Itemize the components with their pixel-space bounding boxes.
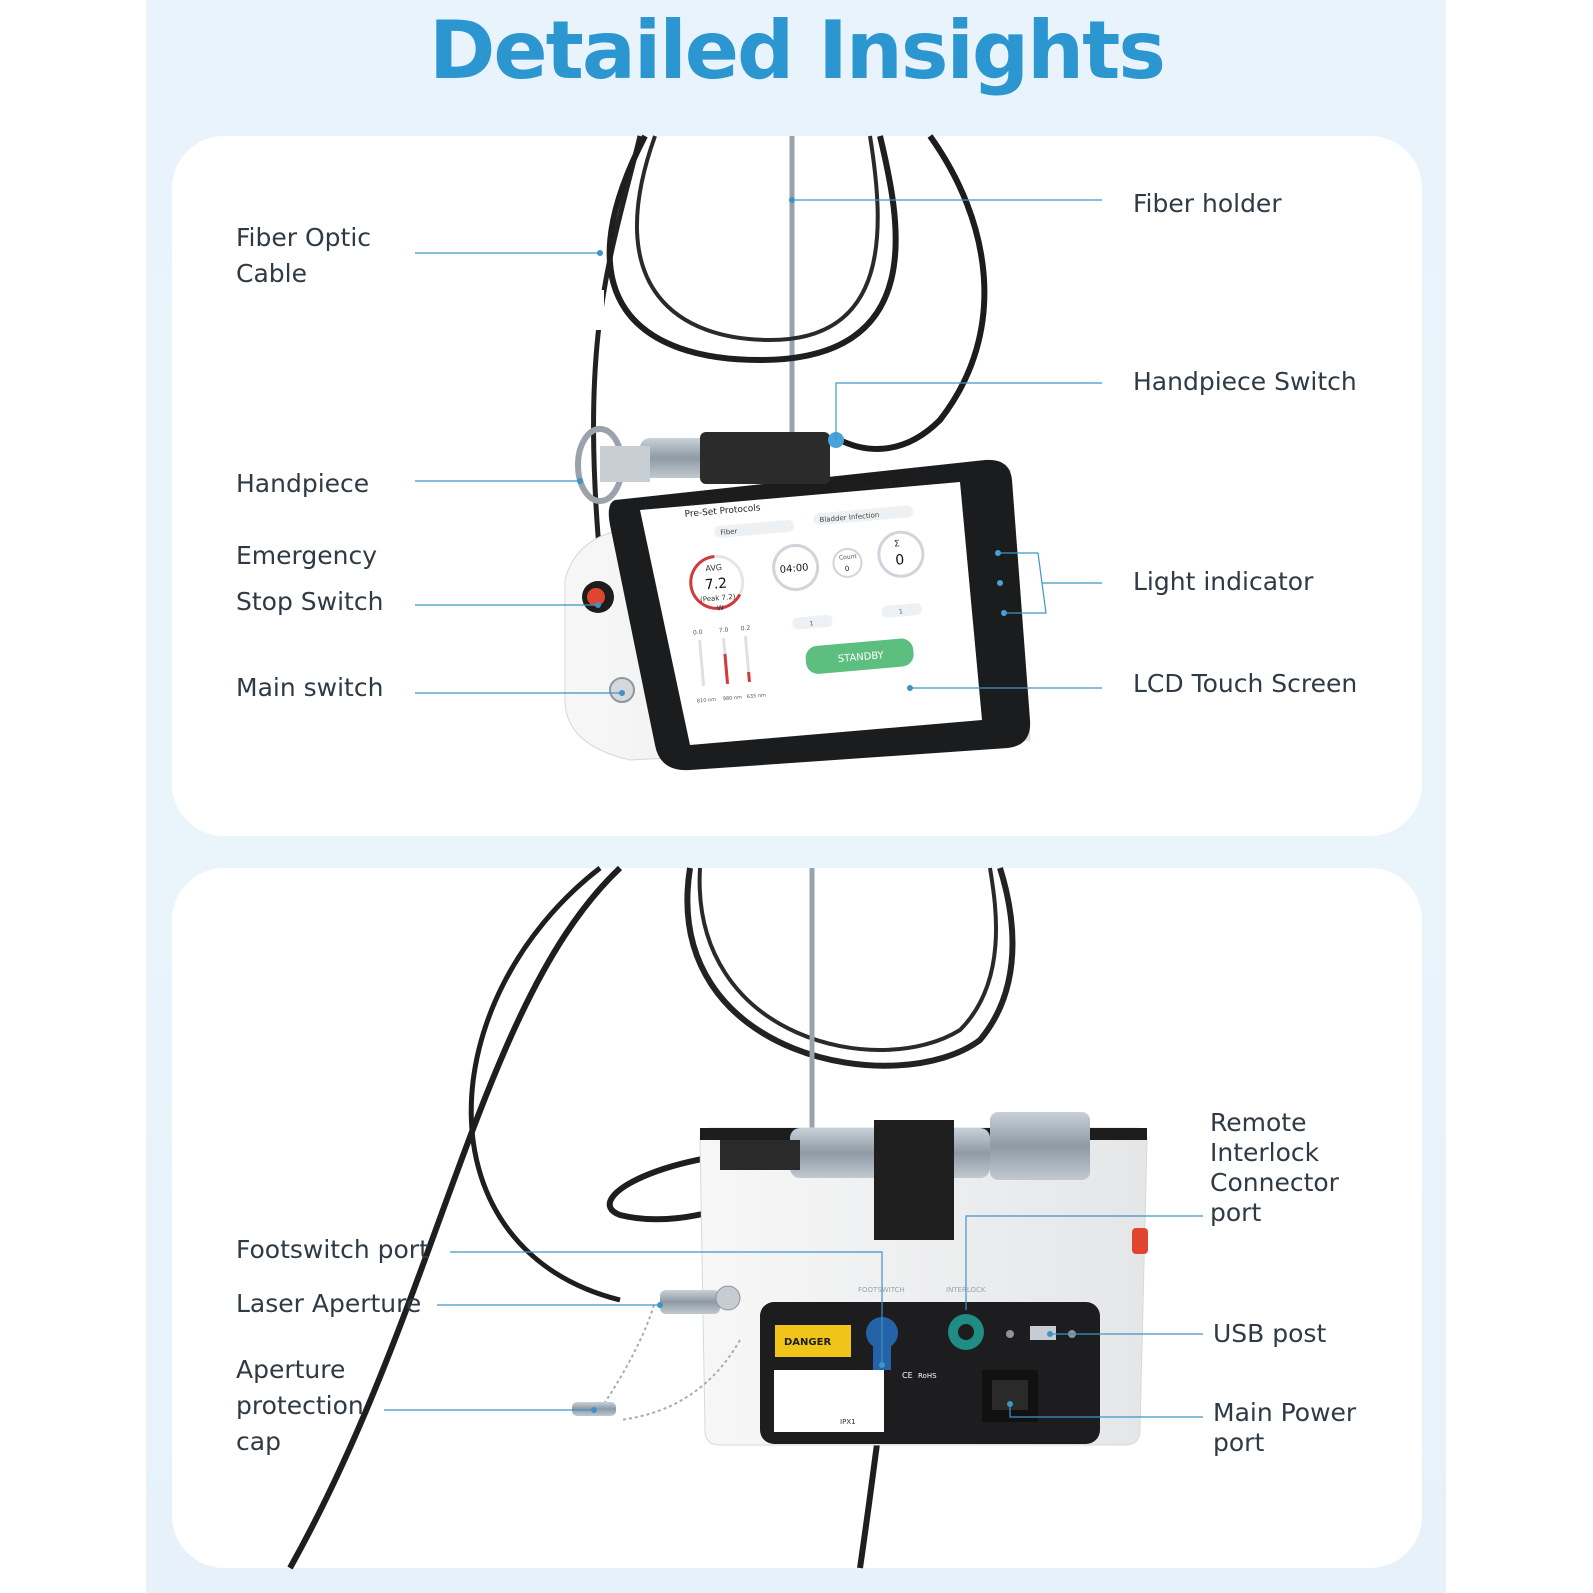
screen-count-label: Count xyxy=(839,553,858,562)
label-lcd-touch-screen: LCD Touch Screen xyxy=(1133,669,1358,698)
label-light-indicator: Light indicator xyxy=(1133,567,1314,596)
label-fiber-holder: Fiber holder xyxy=(1133,189,1282,218)
standby-button[interactable] xyxy=(805,638,915,675)
lcd-touch-screen xyxy=(640,482,982,745)
screen-avg-label: AVG xyxy=(705,563,722,573)
label-aperture-protection-cap: Aperture protection cap xyxy=(236,1355,364,1456)
screen-small-value-1: 1 xyxy=(809,620,814,627)
screen-wl-label-3: 635 nm xyxy=(747,693,767,701)
label-handpiece: Handpiece xyxy=(236,469,370,498)
ce-marking: CE xyxy=(902,1371,913,1380)
top-leader-lines xyxy=(415,199,1102,694)
footswitch-marking: FOOTSWITCH xyxy=(858,1286,905,1294)
screen-wl-label-2: 980 nm xyxy=(723,695,743,703)
screen-wl-level-2: 7.0 xyxy=(719,627,729,635)
bottom-leader-lines xyxy=(384,1215,1203,1418)
label-main-power-port: Main Power port xyxy=(1213,1398,1357,1457)
screen-wl-level-1: 0.0 xyxy=(693,629,703,637)
page-title: Detailed Insights xyxy=(429,4,1166,97)
warning-label: DANGER xyxy=(784,1337,831,1348)
label-emergency-line1: Emergency xyxy=(236,541,378,570)
screen-peak-text: (Peak 7.2) xyxy=(700,593,736,604)
label-footswitch-port: Footswitch port xyxy=(236,1235,429,1264)
screen-wl-level-3: 0.2 xyxy=(740,625,750,633)
screen-fiber-field: Fiber xyxy=(720,527,738,536)
screen-sum-symbol: Σ xyxy=(894,539,901,549)
label-remote-interlock-port: Remote Interlock Connector port xyxy=(1210,1108,1339,1227)
screen-count-value: 0 xyxy=(845,565,850,573)
emergency-stop-button xyxy=(587,588,605,606)
label-main-switch: Main switch xyxy=(236,673,384,702)
standby-button-label: STANDBY xyxy=(837,650,885,665)
screen-timer: 04:00 xyxy=(779,562,809,575)
handpiece xyxy=(575,426,844,504)
screen-wl-label-1: 810 nm xyxy=(697,697,717,705)
label-usb-port: USB post xyxy=(1213,1319,1327,1348)
label-handpiece-switch: Handpiece Switch xyxy=(1133,367,1357,396)
top-device: Pre-Set Protocols Tue 2024/06/18 13:22 F… xyxy=(564,134,1031,771)
label-fiber-optic-cable: Fiber Optic Cable xyxy=(236,223,372,288)
rohs-marking: RoHS xyxy=(918,1372,937,1380)
screen-small-value-2: 1 xyxy=(899,608,904,615)
screen-unit-w: W xyxy=(717,604,725,613)
screen-time: 13:22 xyxy=(900,477,924,488)
label-emergency-line2: Stop Switch xyxy=(236,587,384,616)
screen-avg-value: 7.2 xyxy=(704,576,728,594)
rear-device: DANGER IPX1 CE RoHS FOOTSWITCH INTERLOCK xyxy=(287,865,1148,1570)
screen-sum-value: 0 xyxy=(895,552,905,569)
label-laser-aperture: Laser Aperture xyxy=(236,1289,422,1318)
ipx-marking: IPX1 xyxy=(840,1418,856,1426)
